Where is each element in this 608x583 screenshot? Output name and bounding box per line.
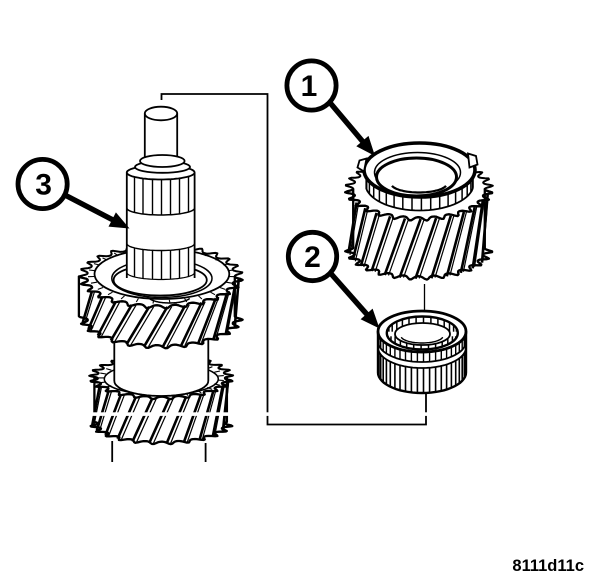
svg-text:8111d11c: 8111d11c bbox=[512, 557, 584, 575]
svg-text:2: 2 bbox=[304, 241, 321, 274]
svg-text:3: 3 bbox=[35, 169, 52, 202]
svg-text:1: 1 bbox=[301, 70, 318, 103]
